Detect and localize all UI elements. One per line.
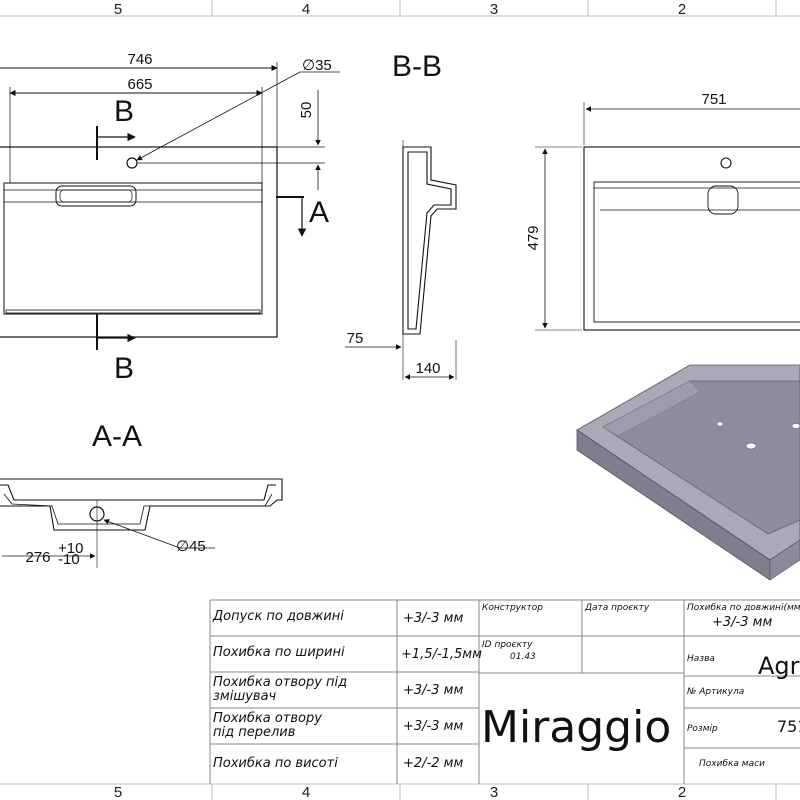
length-tol-value: +3/-3 мм bbox=[712, 615, 772, 630]
zone-label-bottom-4: 4 bbox=[302, 784, 310, 800]
project-id-value: 01.43 bbox=[510, 652, 536, 662]
zone-label-top-5: 5 bbox=[114, 1, 122, 18]
dim-drain-offset: 276 bbox=[25, 549, 50, 566]
project-id-label: ID проєкту bbox=[482, 640, 533, 650]
zone-label-top-3: 3 bbox=[490, 1, 498, 18]
tol-label-width: Похибка по ширині bbox=[213, 645, 345, 660]
dim-overall-width: 746 bbox=[127, 51, 152, 68]
dim-inner-width: 665 bbox=[127, 76, 152, 93]
dim-drain-diameter: ∅45 bbox=[176, 538, 206, 555]
top-view bbox=[0, 62, 340, 350]
section-mark-a: A bbox=[309, 196, 329, 229]
tol-label-mixer-hole-2: змішувач bbox=[213, 689, 277, 704]
tol-label-overflow-hole-2: під перелив bbox=[213, 725, 295, 740]
sink-3d-render bbox=[576, 364, 800, 581]
section-aa-title: A-A bbox=[92, 420, 142, 453]
dim-drain-tol-minus: -10 bbox=[58, 551, 80, 568]
miraggio-logo: Miraggio bbox=[481, 702, 671, 753]
length-tol-label: Похибка по довжині(мм) bbox=[687, 603, 800, 613]
section-aa-profile bbox=[0, 478, 283, 568]
dim-depth-75: 75 bbox=[347, 330, 364, 347]
mass-tol-label: Похибка маси bbox=[699, 759, 765, 769]
title-block bbox=[209, 599, 800, 784]
article-label: № Артикула bbox=[686, 687, 744, 697]
constructor-label: Конструктор bbox=[482, 603, 543, 613]
tol-label-height: Похибка по висоті bbox=[213, 756, 338, 771]
section-bb-title: B-B bbox=[392, 50, 442, 83]
tol-label-length: Допуск по довжині bbox=[212, 609, 344, 624]
dim-width-751: 751 bbox=[701, 91, 726, 108]
dim-height-479: 479 bbox=[525, 225, 542, 250]
tol-value-overflow-hole: +3/-3 мм bbox=[403, 719, 463, 734]
view-751 bbox=[535, 102, 800, 331]
tol-value-height: +2/-2 мм bbox=[403, 756, 463, 771]
size-value: 751 bbox=[777, 717, 800, 736]
section-mark-b-top: B bbox=[114, 95, 134, 128]
zone-label-top-2: 2 bbox=[678, 1, 686, 18]
tol-value-mixer-hole: +3/-3 мм bbox=[403, 683, 463, 698]
dim-hole-diameter: ∅35 bbox=[302, 57, 332, 74]
name-value: Agr bbox=[758, 652, 800, 680]
tol-label-overflow-hole-1: Похибка отвору bbox=[213, 711, 322, 726]
zone-label-bottom-5: 5 bbox=[114, 784, 122, 800]
name-label: Назва bbox=[687, 654, 715, 664]
tol-label-mixer-hole-1: Похибка отвору під bbox=[213, 675, 347, 690]
tol-value-width: +1,5/-1,5мм bbox=[401, 647, 482, 662]
dim-hole-offset: 50 bbox=[298, 102, 315, 119]
project-date-label: Дата проєкту bbox=[584, 603, 650, 613]
size-label: Розмір bbox=[687, 724, 718, 734]
zone-label-bottom-2: 2 bbox=[678, 784, 686, 800]
dim-drain-tol-plus: +10 bbox=[58, 540, 83, 557]
tol-value-length: +3/-3 мм bbox=[403, 611, 463, 626]
section-bb-profile bbox=[345, 140, 457, 380]
section-mark-b-bottom: B bbox=[114, 352, 134, 385]
zone-label-bottom-3: 3 bbox=[490, 784, 498, 800]
dim-depth-140: 140 bbox=[415, 360, 440, 377]
zone-label-top-4: 4 bbox=[302, 1, 310, 18]
